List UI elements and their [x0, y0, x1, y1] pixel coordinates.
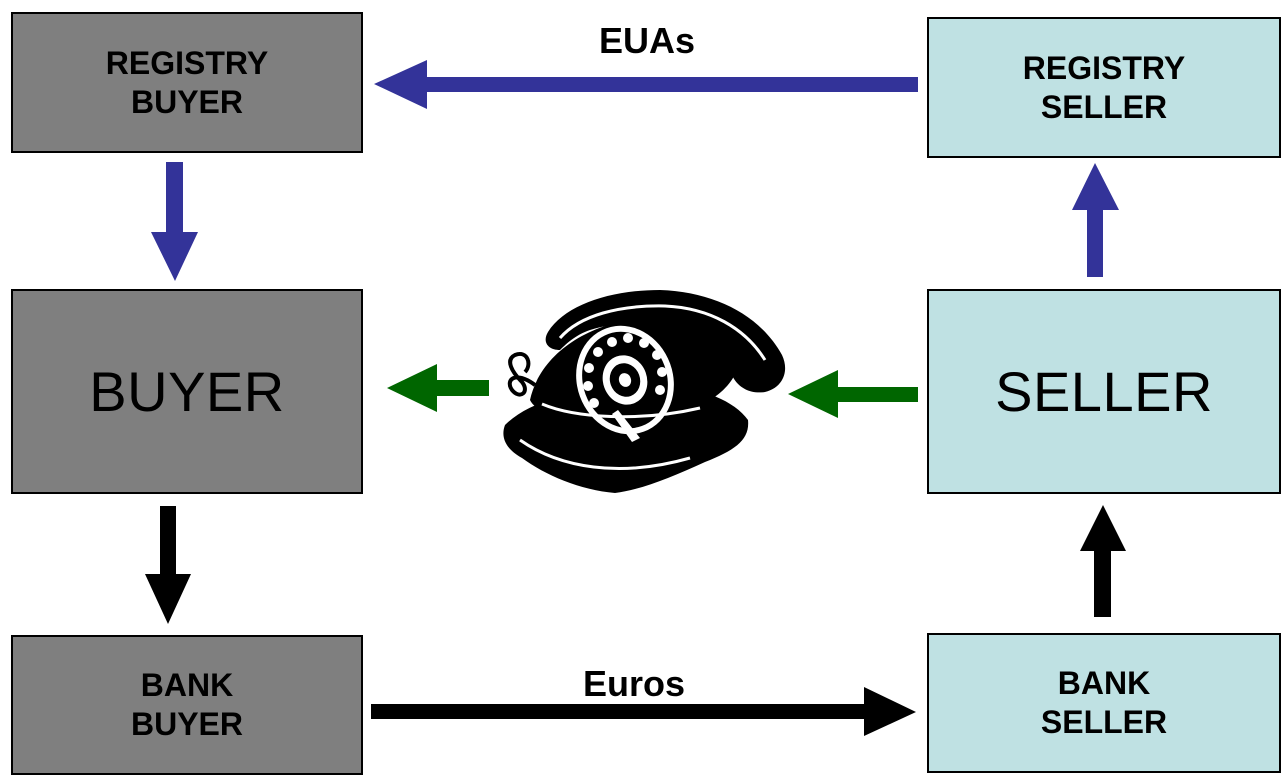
registry-seller-box: REGISTRY SELLER	[927, 17, 1281, 158]
euas-flow-label: EUAs	[599, 20, 696, 61]
registry-buyer-line2: BUYER	[130, 83, 243, 120]
registry-seller-line1: REGISTRY	[1022, 49, 1186, 86]
registry-buyer-box: REGISTRY BUYER	[11, 12, 363, 153]
bank-buyer-line2: BUYER	[130, 706, 243, 742]
bank-seller-line2: SELLER	[1040, 704, 1168, 740]
euros-flow-label: Euros	[583, 663, 686, 704]
registry-seller-line2: SELLER	[1040, 88, 1168, 125]
bank-to-seller-arrow	[1080, 505, 1126, 617]
bank-seller-box: BANK SELLER	[927, 633, 1281, 773]
seller-order-arrow	[788, 370, 918, 418]
seller-label: SELLER	[995, 360, 1213, 423]
buyer-box: BUYER	[11, 289, 363, 494]
bank-seller-line1: BANK	[1057, 665, 1151, 701]
bank-buyer-line1: BANK	[140, 667, 234, 703]
registry-buyer-line1: REGISTRY	[105, 44, 269, 81]
buyer-label: BUYER	[89, 360, 285, 423]
registry-to-buyer-arrow	[151, 162, 198, 281]
euas-transfer-arrow	[374, 60, 918, 109]
buyer-to-bank-arrow	[145, 506, 191, 624]
seller-to-registry-arrow	[1072, 163, 1119, 277]
order-to-buyer-arrow	[387, 364, 489, 412]
euros-transfer-arrow	[371, 687, 916, 736]
rotary-telephone-icon	[503, 290, 786, 493]
seller-box: SELLER	[927, 289, 1281, 494]
bank-buyer-box: BANK BUYER	[11, 635, 363, 775]
